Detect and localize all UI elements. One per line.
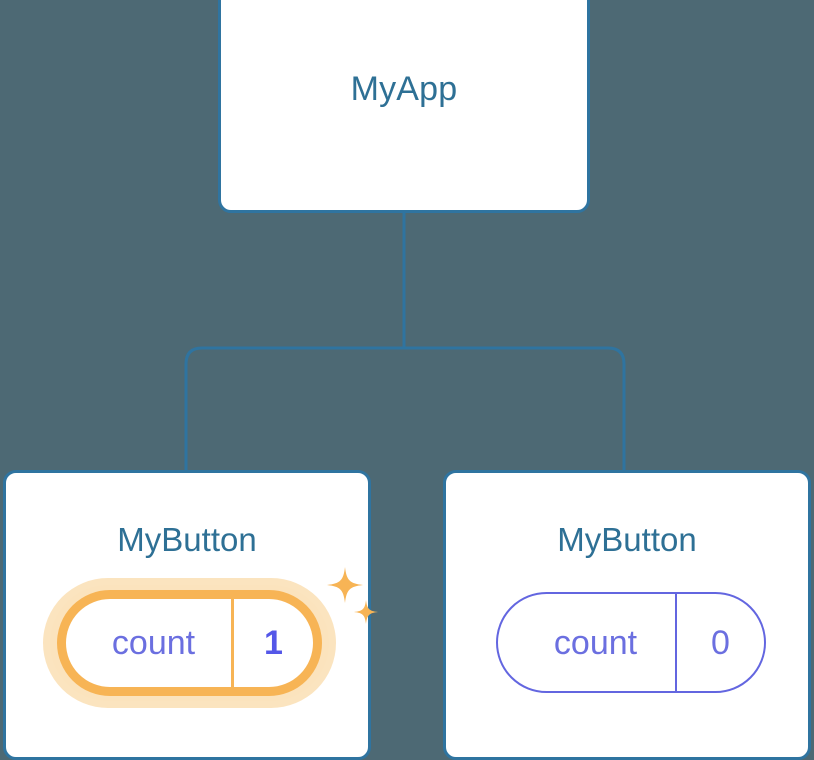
- diagram-canvas: MyApp MyButton count 1: [3, 0, 811, 760]
- connector-branches: [184, 346, 626, 470]
- node-mybutton-left-title: MyButton: [117, 521, 257, 558]
- node-mybutton-right-body: MyButton count 0: [446, 473, 808, 757]
- state-pill-right[interactable]: count 0: [496, 592, 766, 693]
- sparkles-icon: [319, 567, 381, 633]
- state-pill-right-key: count: [553, 623, 638, 662]
- state-pill-right-divider: [675, 594, 677, 691]
- node-myapp[interactable]: MyApp: [218, 0, 590, 213]
- state-pill-right-value: 0: [711, 623, 730, 662]
- state-pill-left-body[interactable]: count 1: [57, 590, 322, 696]
- state-pill-left-value: 1: [264, 624, 283, 662]
- state-pill-left-key: count: [111, 624, 196, 662]
- state-pill-left-divider: [231, 599, 234, 687]
- state-pill-left[interactable]: count 1: [43, 578, 336, 708]
- connector-lines: [184, 211, 626, 470]
- node-mybutton-left-body: MyButton count 1: [6, 473, 378, 757]
- node-mybutton-left[interactable]: MyButton count 1: [3, 470, 378, 760]
- node-mybutton-right[interactable]: MyButton count 0: [443, 470, 811, 760]
- node-mybutton-right-title: MyButton: [557, 521, 697, 558]
- node-myapp-title: MyApp: [350, 69, 458, 108]
